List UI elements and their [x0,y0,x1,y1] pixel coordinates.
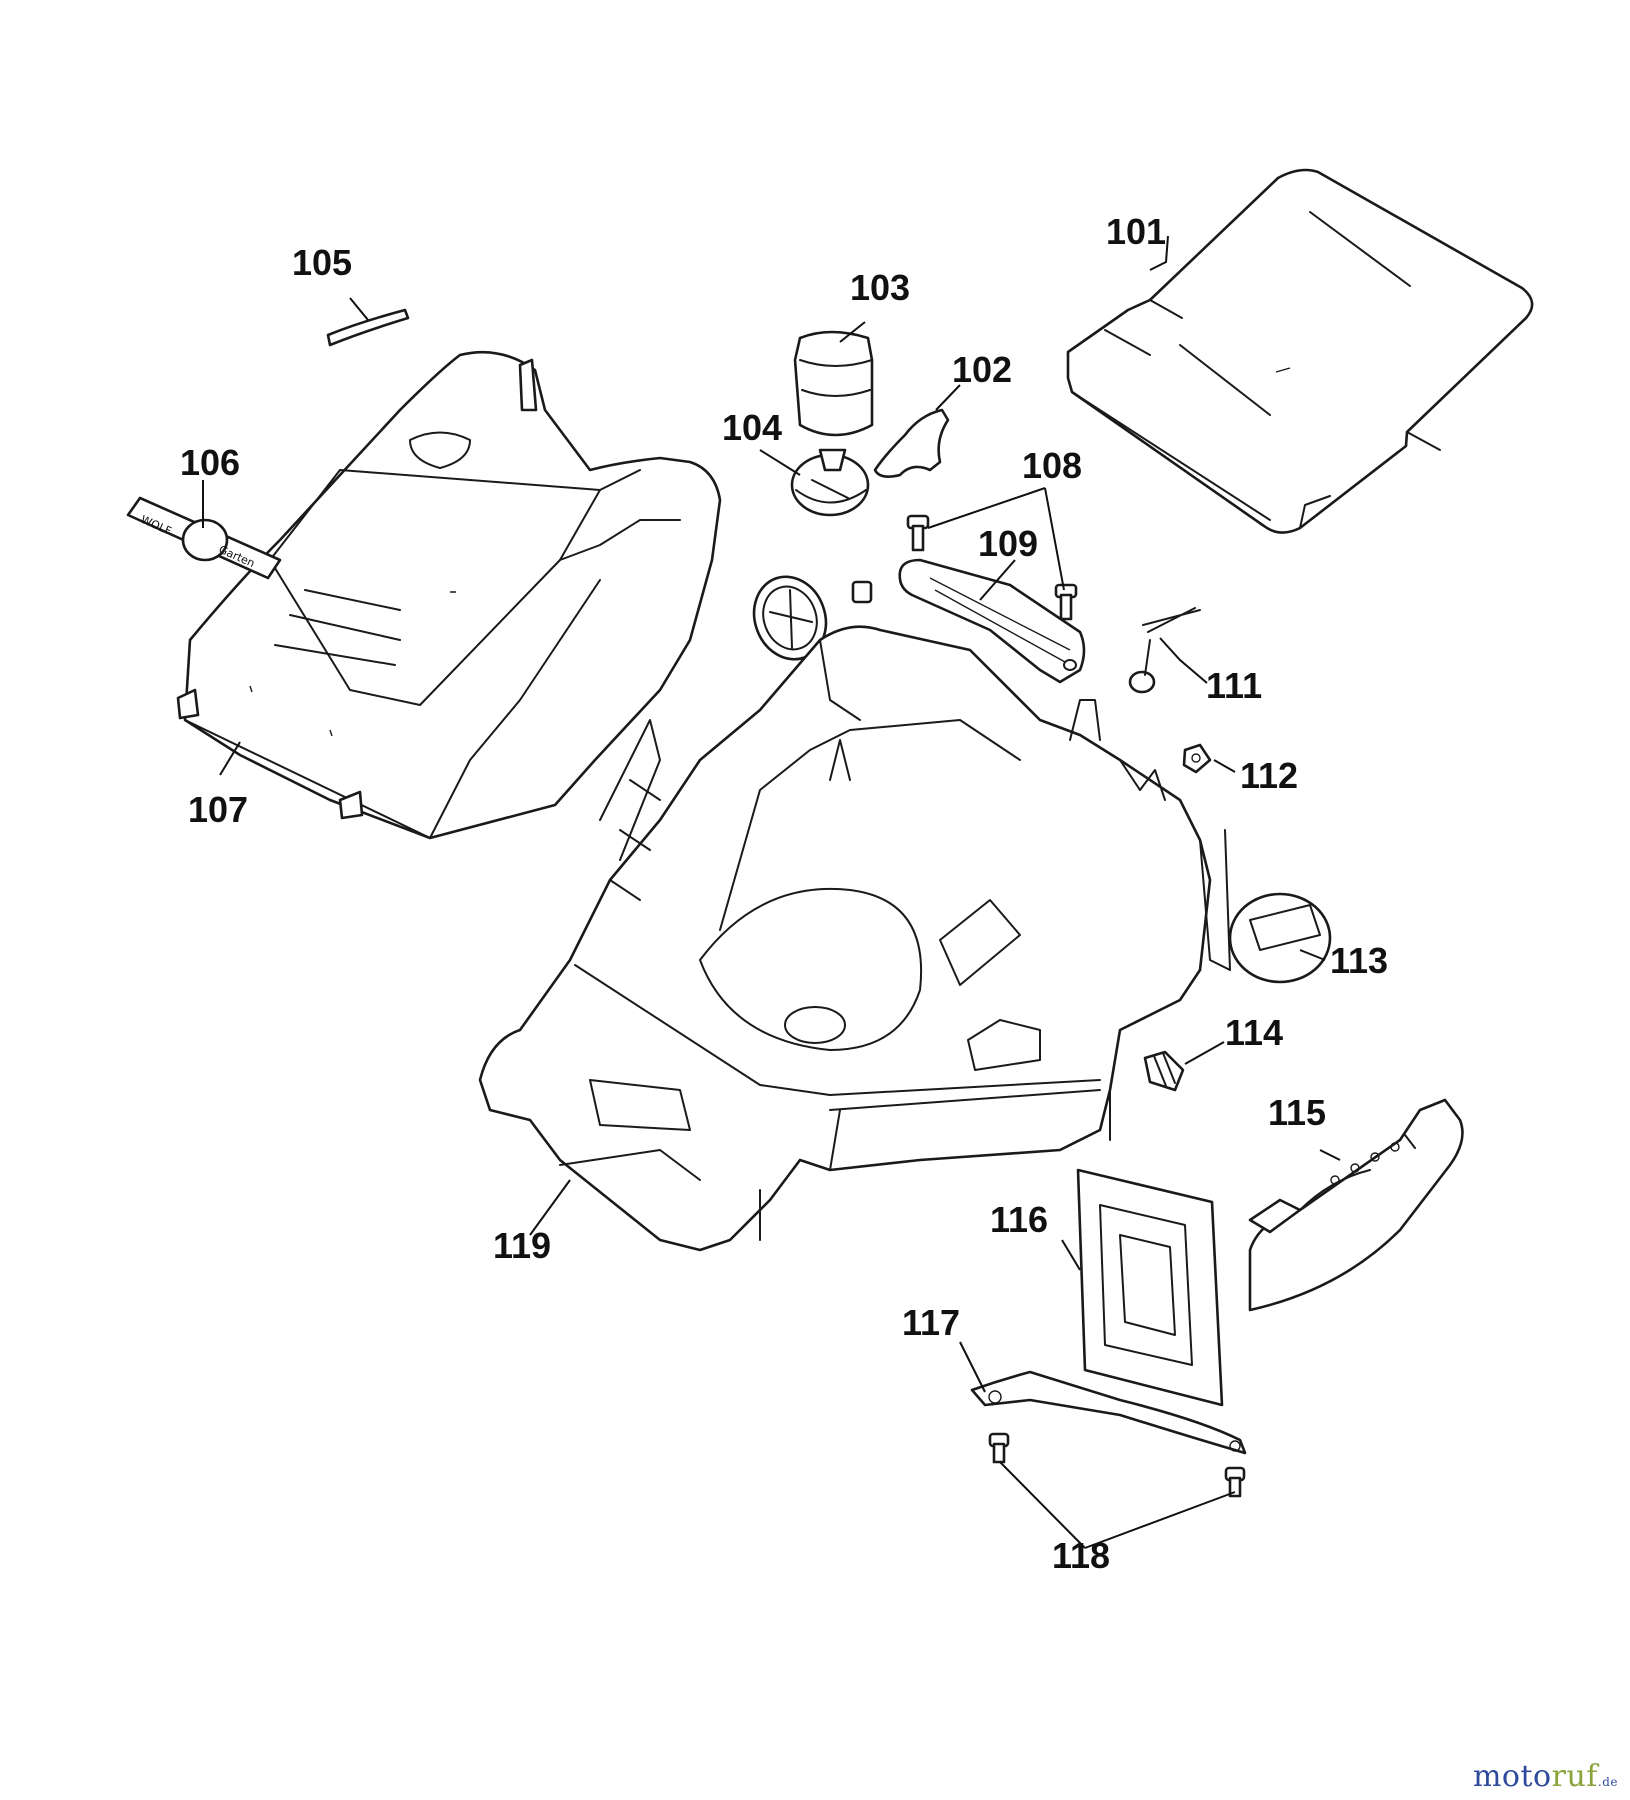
label-102: 102 [952,349,1012,390]
watermark-part-1: moto [1472,1759,1552,1794]
label-107: 107 [188,789,248,830]
label-113: 113 [1330,940,1388,981]
part-105-hose [326,308,410,347]
label-105: 105 [292,242,352,283]
label-112: 112 [1240,755,1298,796]
part-117-hinge [970,1370,1247,1455]
label-103: 103 [850,267,910,308]
part-111-spring [1128,607,1201,694]
label-108: 108 [1022,445,1082,486]
part-103-cap [793,330,874,437]
label-117: 117 [902,1302,960,1343]
label-116: 116 [990,1199,1048,1240]
watermark-logo: motoruf.de [1473,1759,1618,1794]
label-115: 115 [1268,1092,1326,1133]
part-108-screws [906,514,1078,621]
part-102-clip [873,408,950,478]
part-109-handle [898,558,1086,684]
part-113-knob [1228,892,1332,984]
part-119-deck [478,625,1231,1252]
nut-small [851,580,873,604]
part-101-lid [1066,168,1534,534]
label-101: 101 [1106,211,1166,252]
part-115-deflector [1248,1098,1464,1312]
label-119: 119 [493,1225,551,1266]
label-118: 118 [1052,1535,1110,1576]
part-114-roller [1143,1050,1185,1092]
part-104-wheel [752,575,828,661]
label-106: 106 [180,442,240,483]
watermark-tld: .de [1597,1775,1618,1789]
label-114: 114 [1225,1012,1283,1053]
part-107-cover [176,350,722,840]
part-116-flap [1076,1168,1224,1407]
leader-lines [202,235,1341,1549]
part-104-adapter [790,448,870,517]
label-109: 109 [978,523,1038,564]
label-111: 111 [1206,665,1262,706]
part-112-nut [1182,743,1212,774]
label-104: 104 [722,407,782,448]
part-118-screws [988,1432,1246,1498]
watermark-part-2: ruf [1551,1759,1598,1794]
